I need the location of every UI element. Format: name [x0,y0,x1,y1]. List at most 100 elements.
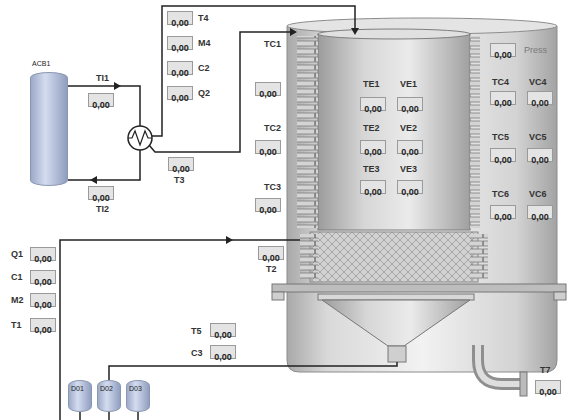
return-line [68,150,140,180]
tank-vessel: D03 [126,380,150,412]
value-readout: 0,00 [34,276,52,288]
value-readout: 0,00 [364,146,382,158]
value-box: TE10,00 [360,97,386,111]
tag-label: TC4 [492,77,509,88]
value-box: 0,00Press [490,43,516,57]
value-box: 0,00M4 [167,36,193,50]
tag-label: TC3 [264,182,281,193]
value-readout: 0,00 [494,211,512,223]
value-readout: 0,00 [494,49,512,61]
tag-label: T4 [198,13,209,24]
value-readout: 0,00 [171,67,189,79]
value-box: C10,00 [30,270,56,284]
value-box: TC10,00 [255,82,281,96]
vessel-shell [287,26,557,372]
value-box: 0,00T4 [167,11,193,25]
tank-vessel: D01 [68,380,92,412]
tag-label: Q1 [11,249,23,260]
flow-arrow [351,28,359,35]
reactor-top [318,29,470,39]
value-box: T50,00 [210,323,236,337]
dosing-line [79,412,81,420]
value-readout: 0,00 [171,92,189,104]
tag-label: TC6 [492,189,509,200]
value-box: 0,00T3 [168,157,194,171]
tag-label: TE1 [363,79,380,90]
tag-label: M4 [198,38,211,49]
funnel [322,300,470,346]
value-readout: 0,00 [92,99,110,111]
value-box: TC60,00 [490,205,516,219]
value-box: VE20,00 [397,140,423,154]
value-readout: 0,00 [539,386,557,398]
value-box: 0,00TI2 [88,186,114,200]
value-box: 0,00C2 [167,61,193,75]
value-box: TC20,00 [255,140,281,154]
flange [272,284,566,292]
value-readout: 0,00 [172,163,190,175]
value-readout: 0,00 [259,146,277,158]
value-readout: 0,00 [401,146,419,158]
tag-label: VC6 [529,189,547,200]
value-readout: 0,00 [171,17,189,29]
tank-label: ACB1 [32,59,50,68]
flange-lug [554,292,566,300]
tank-body [127,381,150,412]
tag-label: TE3 [363,164,380,175]
tank-label: D03 [129,384,142,393]
value-readout: 0,00 [262,252,280,264]
tag-label: VC5 [529,132,547,143]
value-readout: 0,00 [364,103,382,115]
value-box: TE20,00 [360,140,386,154]
value-box: T10,00 [30,318,56,332]
flange-lug [272,292,284,300]
outlet-pipe [478,345,522,384]
tag-label: VE2 [400,123,417,134]
tag-label: TC5 [492,132,509,143]
tag-label: C2 [198,63,210,74]
value-readout: 0,00 [92,192,110,204]
heat-exchanger-symbol [128,126,152,150]
tank-outline [30,72,68,186]
funnel-neck [388,346,406,362]
value-readout: 0,00 [401,103,419,115]
value-box: VE30,00 [397,180,423,194]
tank-vessel: D02 [97,380,121,412]
value-box: VC40,00 [527,91,553,105]
value-readout: 0,00 [401,186,419,198]
dosing-line [108,412,110,420]
tag-label: TC2 [264,123,281,134]
flow-arrow [90,176,97,184]
mesh-section [310,232,478,282]
tag-label: Q2 [198,88,210,99]
feed-line [152,6,355,136]
value-box: TI10,00 [88,93,114,107]
value-readout: 0,00 [494,154,512,166]
heat-exchanger-zigzag [128,131,152,145]
coil-section [300,234,318,280]
flow-arrow [290,28,297,36]
value-readout: 0,00 [531,97,549,109]
tag-label: TC1 [264,39,281,50]
value-box: TC30,00 [255,198,281,212]
value-box: 0,00T2 [258,246,284,260]
pipe-flange [520,372,527,396]
tag-label: Press [524,45,547,56]
supply-line [68,86,140,126]
heating-coil [297,36,318,228]
coil-return-line [60,240,300,420]
value-readout: 0,00 [531,211,549,223]
tag-label: C1 [11,272,23,283]
coil-feed-line [149,32,290,152]
value-readout: 0,00 [171,42,189,54]
value-box: Q10,00 [30,247,56,261]
tank-label: D01 [71,384,84,393]
value-readout: 0,00 [259,88,277,100]
tag-label: VC4 [529,77,547,88]
discharge-line [109,362,397,380]
value-readout: 0,00 [259,204,277,216]
tag-label: VE1 [400,79,417,90]
value-box: TC50,00 [490,148,516,162]
tag-label: C3 [191,348,203,359]
